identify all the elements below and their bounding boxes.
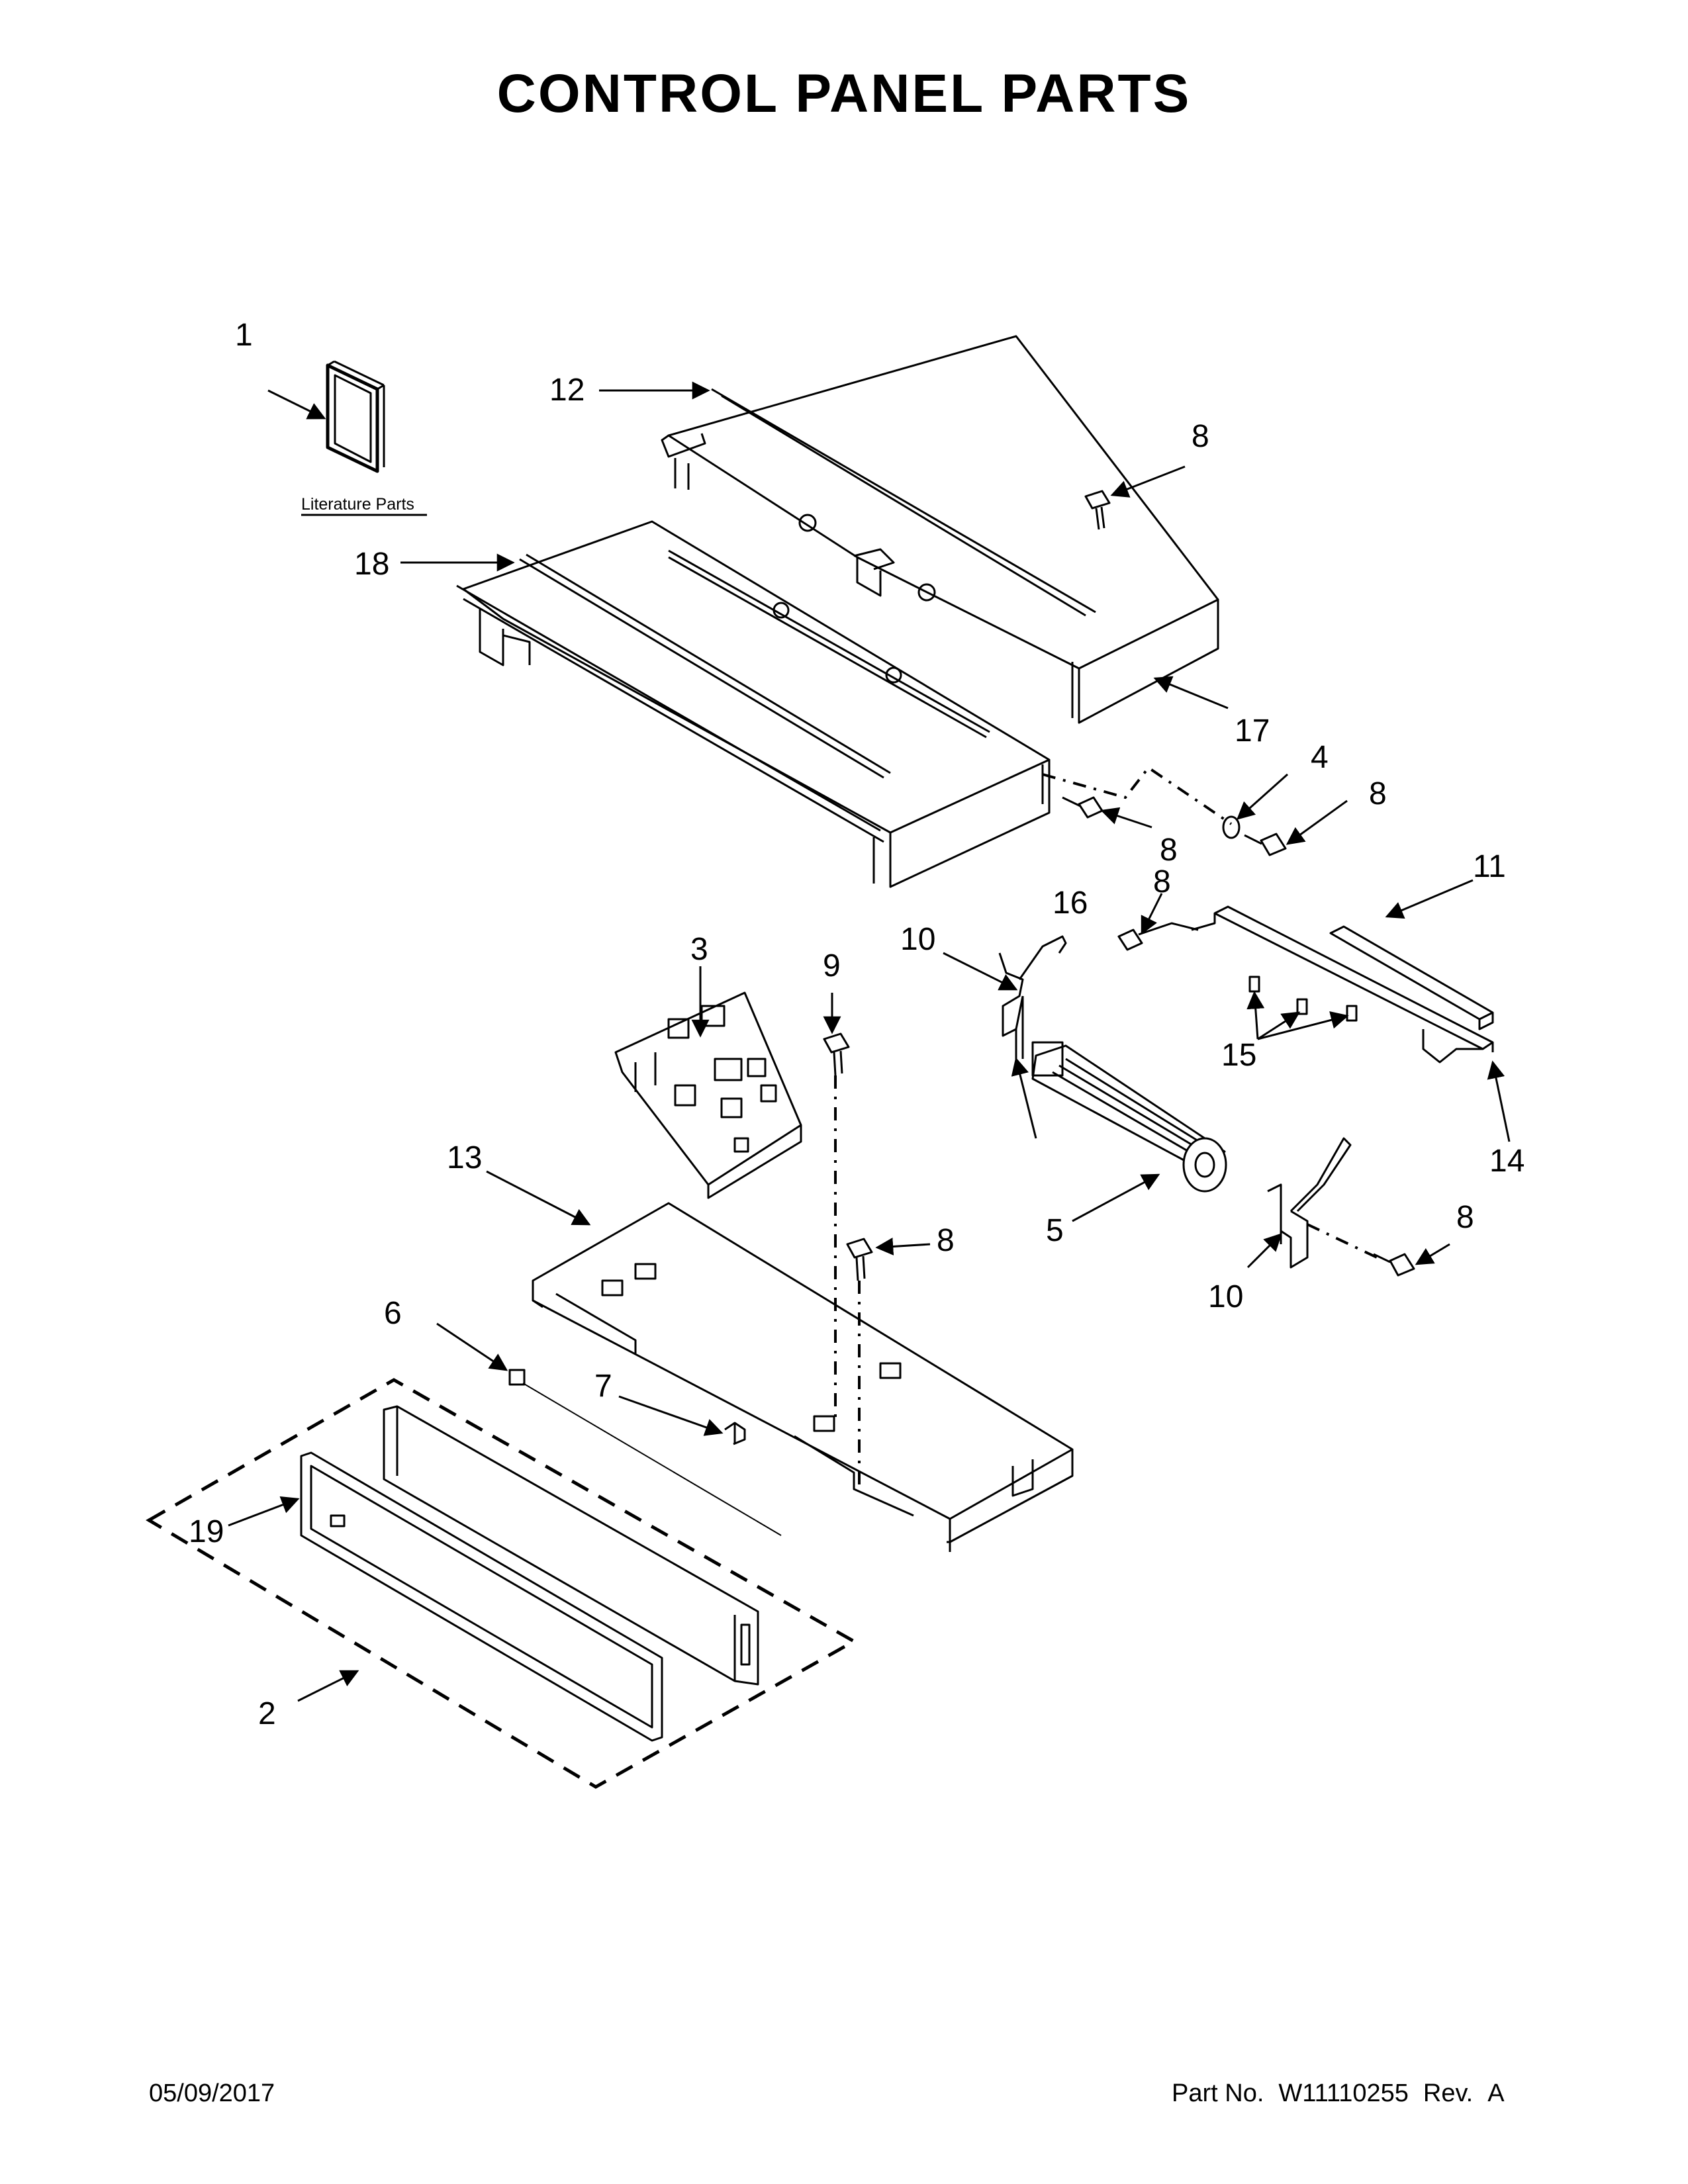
assembly-dashed-outline (146, 1378, 858, 1789)
control-panel-bracket (532, 1202, 1074, 1552)
footer-date: 05/09/2017 (149, 2079, 275, 2107)
callout-6: 6 (384, 1296, 402, 1331)
control-panel-face (383, 1405, 759, 1686)
part-no-value: W11110255 (1278, 2079, 1409, 2107)
literature-parts-label: Literature Parts (301, 495, 414, 514)
callout-8-mid: 8 (1160, 833, 1178, 868)
fan-bracket-right (1267, 1137, 1352, 1269)
callout-8-center: 8 (937, 1223, 955, 1258)
page-title: CONTROL PANEL PARTS (496, 64, 1192, 124)
callout-13: 13 (447, 1140, 482, 1175)
callout-10-lower: 10 (1208, 1279, 1243, 1314)
callout-11: 11 (1473, 849, 1506, 884)
blower-fan (1031, 1041, 1227, 1193)
callout-9: 9 (823, 948, 841, 983)
callout-19: 19 (189, 1514, 224, 1549)
callout-8-lower-right: 8 (1456, 1200, 1474, 1235)
callout-10-upper: 10 (900, 922, 935, 957)
part-no-label: Part No. (1172, 2079, 1264, 2107)
screw-8-lower-right (1373, 1253, 1415, 1277)
callout-8-top: 8 (1192, 419, 1209, 454)
wire-harness (522, 1383, 782, 1536)
washer-4 (1222, 815, 1241, 839)
callout-5: 5 (1046, 1213, 1064, 1248)
callout-17: 17 (1235, 713, 1270, 749)
callout-7: 7 (594, 1369, 612, 1404)
screw-8-center (846, 1238, 873, 1281)
screw-9 (823, 1032, 850, 1076)
footer-part-number: Part No. W11110255 Rev. A (1172, 2079, 1519, 2108)
callout-4: 4 (1311, 740, 1329, 775)
callout-16: 16 (1053, 886, 1088, 921)
display-glass-19 (300, 1451, 663, 1742)
callout-1: 1 (235, 318, 253, 353)
screw-8-top (1084, 490, 1111, 530)
screw-8-right (1244, 833, 1287, 856)
clip-6 (508, 1369, 526, 1386)
control-board (614, 991, 802, 1199)
callout-18: 18 (354, 547, 389, 582)
lower-cover-panel (456, 520, 1051, 888)
callout-12: 12 (549, 373, 585, 408)
rev-value: A (1487, 2079, 1505, 2107)
callout-2: 2 (258, 1696, 276, 1731)
callout-3: 3 (690, 932, 708, 967)
screw-8-rail (1117, 922, 1199, 951)
callout-8-rail: 8 (1153, 864, 1171, 899)
switch-7 (724, 1422, 746, 1445)
callout-14: 14 (1489, 1144, 1524, 1179)
rev-label: Rev. (1423, 2079, 1474, 2107)
upper-cover-panel (661, 335, 1219, 724)
gasket-strip (1329, 925, 1494, 1030)
literature-booklet (326, 360, 385, 473)
alignment-lines (834, 766, 1378, 1486)
callout-leaders (228, 381, 1511, 1702)
fan-bracket-left (998, 935, 1067, 1059)
mounting-pins (1248, 976, 1358, 1022)
mounting-rail (1191, 905, 1494, 1064)
screw-8-mid-left (1062, 796, 1103, 819)
callout-15: 15 (1221, 1038, 1256, 1073)
callout-8-right: 8 (1369, 776, 1387, 811)
